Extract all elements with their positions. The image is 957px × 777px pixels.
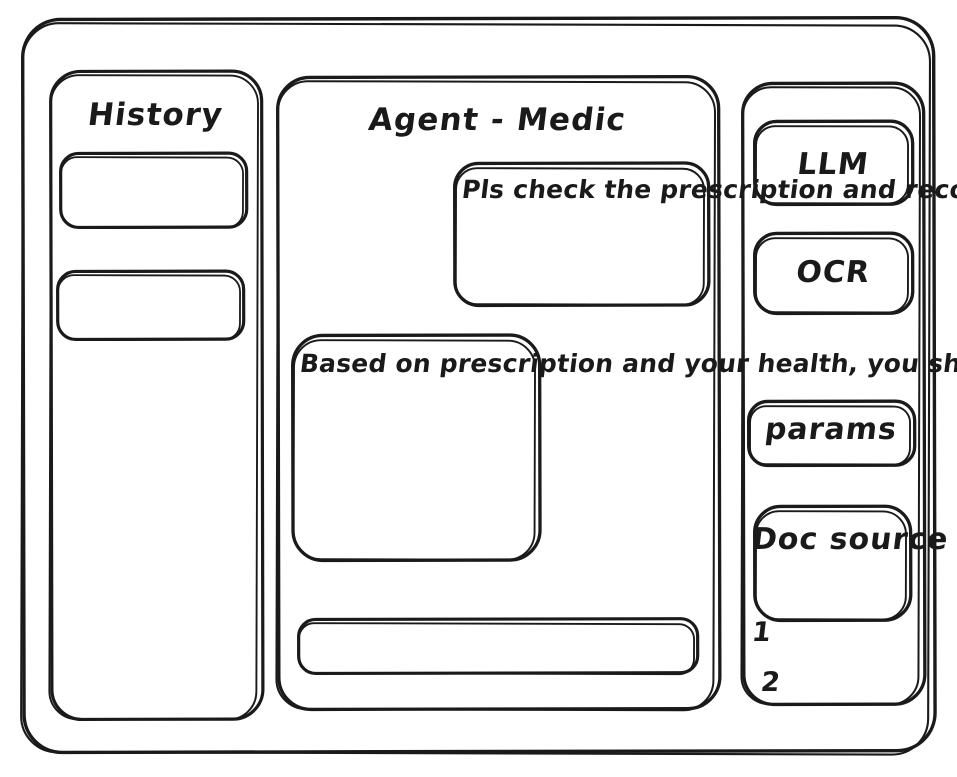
tool-button-llm-label: LLM bbox=[795, 147, 871, 182]
history-panel-title: History bbox=[85, 97, 226, 133]
tool-button-doc-source-label: Doc source bbox=[749, 522, 951, 557]
doc-source-ref-1[interactable]: 1 bbox=[750, 617, 774, 648]
tool-button-ocr-label: OCR bbox=[794, 255, 873, 290]
doc-source-ref-2[interactable]: 2 bbox=[759, 667, 783, 698]
agent-panel-title: Agent - Medic bbox=[366, 102, 629, 138]
tool-button-params-label: params bbox=[762, 412, 900, 447]
user-message-text: Pls check the prescription and recommend bbox=[460, 175, 957, 204]
agent-message-text: Based on prescription and your health, y… bbox=[298, 349, 957, 378]
